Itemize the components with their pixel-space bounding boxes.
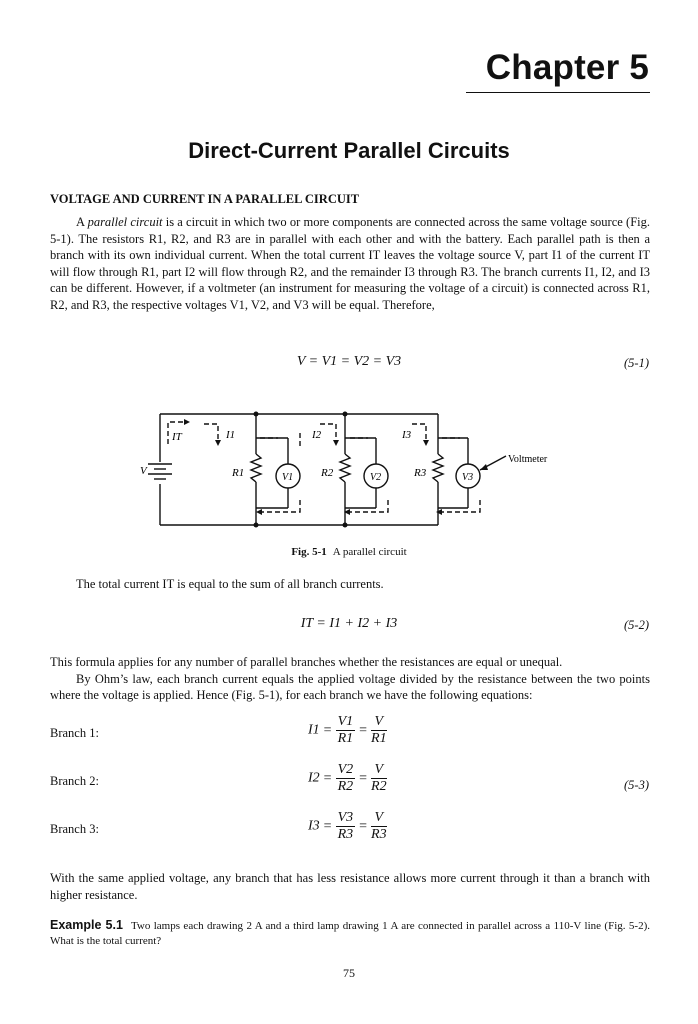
label-voltage-source: V (140, 465, 148, 477)
example-text: Two lamps each drawing 2 A and a third l… (50, 920, 651, 947)
label-v1: V1 (282, 472, 293, 483)
label-i2: I2 (311, 429, 322, 441)
label-r3: R3 (413, 467, 427, 479)
equation-number-5-2: (5-2) (624, 618, 649, 632)
chapter-title: Direct-Current Parallel Circuits (188, 138, 510, 163)
chapter-rule (466, 92, 650, 93)
branch-2-label: Branch 2: (50, 774, 99, 788)
page-number: 75 (343, 966, 355, 980)
label-total-current: IT (171, 431, 183, 443)
paragraph-5: With the same applied voltage, any branc… (50, 871, 650, 902)
label-voltmeter: Voltmeter (508, 454, 548, 465)
label-v2: V2 (370, 472, 381, 483)
equation-5-1: V = V1 = V2 = V3 (296, 354, 402, 369)
parallel-circuit-diagram: V IT I1 I2 I3 R1 R2 R3 V1 V2 V3 Voltmete… (140, 411, 548, 528)
chapter-number: Chapter 5 (485, 48, 649, 87)
label-r2: R2 (320, 467, 334, 479)
equation-number-5-3: (5-3) (624, 778, 649, 792)
branch-3-label: Branch 3: (50, 822, 99, 836)
term-parallel-circuit: parallel circuit (87, 215, 163, 229)
label-r1: R1 (231, 467, 244, 479)
label-v3: V3 (462, 472, 473, 483)
branch-1-label: Branch 1: (50, 726, 99, 740)
label-i3: I3 (401, 429, 412, 441)
paragraph-1: A parallel circuit is a circuit in which… (50, 215, 650, 312)
example-label: Example 5.1 (50, 918, 123, 932)
paragraph-3: This formula applies for any number of p… (50, 655, 650, 703)
section-heading: VOLTAGE AND CURRENT IN A PARALLEL CIRCUI… (50, 192, 360, 206)
equation-number-5-1: (5-1) (624, 356, 649, 370)
label-i1: I1 (225, 429, 235, 441)
equation-5-2: IT = I1 + I2 + I3 (300, 616, 398, 631)
paragraph-2: The total current IT is equal to the sum… (76, 577, 384, 591)
